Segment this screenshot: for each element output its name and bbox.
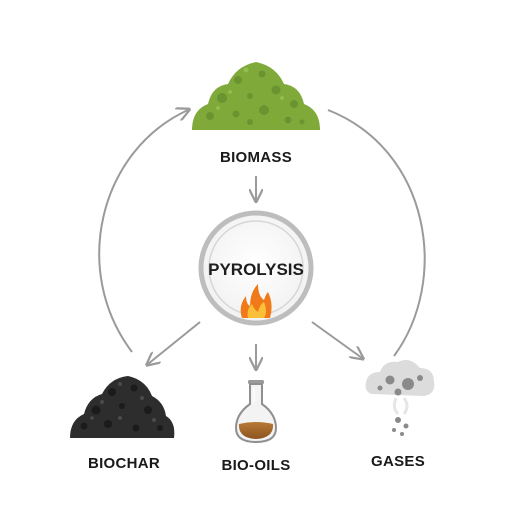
flask-icon — [234, 380, 278, 444]
arrow-pyrolysis-to-gases — [311, 321, 362, 358]
arrow-pyrolysis-to-biochar — [148, 321, 201, 364]
flame-icon — [240, 284, 272, 318]
biomass-pile-icon — [192, 62, 320, 130]
biochar-label: BIOCHAR — [87, 455, 161, 472]
biochar-pile-icon — [70, 376, 175, 438]
cycle-arrow-left — [98, 110, 188, 353]
cycle-arrow-right — [327, 109, 426, 357]
gases-label: GASES — [370, 453, 425, 470]
bio-oils-label: BIO-OILS — [221, 457, 291, 474]
biomass-label: BIOMASS — [219, 149, 293, 166]
gas-cloud-icon — [365, 360, 435, 436]
pyrolysis-label: PYROLYSIS — [208, 260, 304, 279]
pyrolysis-reactor — [198, 210, 314, 326]
